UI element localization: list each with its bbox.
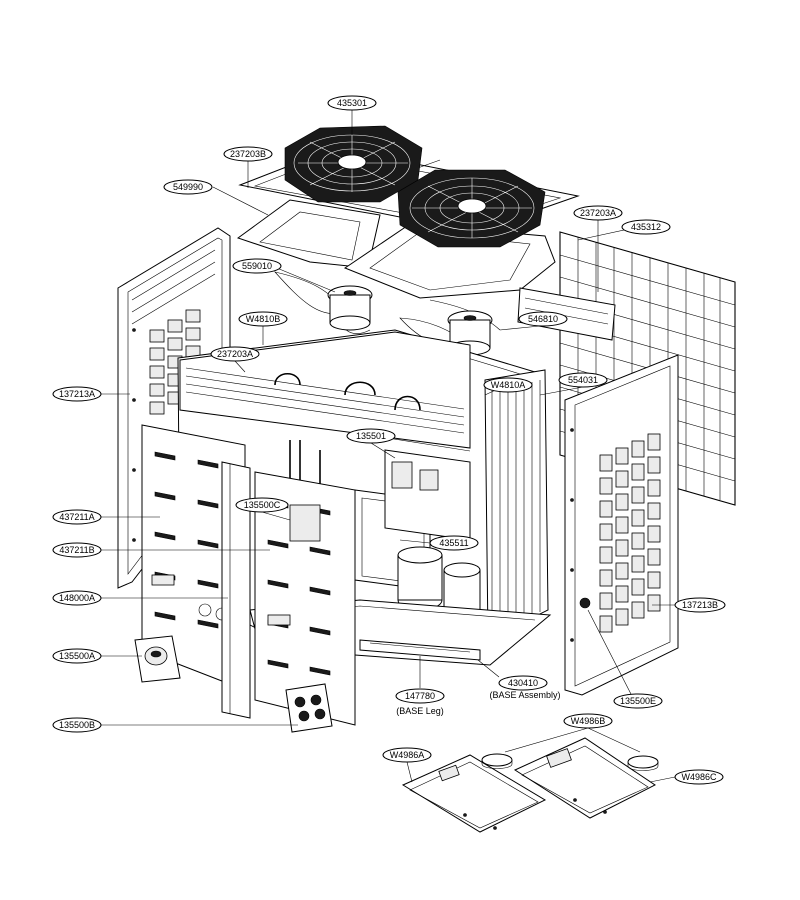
label-135501: 135501 <box>346 428 396 444</box>
right-side-panel <box>564 354 679 696</box>
label-554031: 554031 <box>558 372 608 388</box>
caption-base-assembly: (BASE Assembly) <box>489 690 560 700</box>
svg-text:554031: 554031 <box>568 375 598 385</box>
svg-text:549990: 549990 <box>173 182 203 192</box>
label-w4986c: W4986C <box>674 769 724 785</box>
svg-text:430410: 430410 <box>508 678 538 688</box>
leader-lines <box>101 110 676 783</box>
svg-text:559010: 559010 <box>242 261 272 271</box>
svg-text:237203A: 237203A <box>217 349 253 359</box>
label-135500c: 135500C <box>235 497 289 513</box>
label-437211a: 437211A <box>52 509 102 525</box>
bottom-plate-c <box>513 737 656 819</box>
fan-motor-left <box>327 285 373 331</box>
label-w4810a: W4810A <box>483 377 533 393</box>
svg-text:135500B: 135500B <box>59 720 95 730</box>
label-237203a-top: 237203A <box>573 205 623 221</box>
svg-text:135500A: 135500A <box>59 651 95 661</box>
svg-text:W4986C: W4986C <box>681 772 717 782</box>
svg-text:W4986A: W4986A <box>390 750 425 760</box>
svg-text:148000A: 148000A <box>59 593 95 603</box>
service-cover-b <box>285 683 333 733</box>
top-side-bracket <box>517 287 616 341</box>
label-148000a: 148000A <box>52 590 102 606</box>
caption-base-leg: (BASE Leg) <box>396 706 444 716</box>
label-435511: 435511 <box>429 535 479 551</box>
svg-text:137213A: 137213A <box>59 389 95 399</box>
service-cover-a <box>134 635 181 683</box>
label-546810: 546810 <box>518 311 568 327</box>
svg-text:437211A: 437211A <box>59 512 94 522</box>
svg-text:147780: 147780 <box>405 691 435 701</box>
svg-text:135500C: 135500C <box>244 500 281 510</box>
label-237203b: 237203B <box>223 146 273 162</box>
label-549990: 549990 <box>163 179 213 195</box>
label-147780: 147780 <box>395 688 445 704</box>
label-437211b: 437211B <box>52 542 102 558</box>
svg-text:435301: 435301 <box>337 98 367 108</box>
label-137213a: 137213A <box>52 386 102 402</box>
label-w4986a: W4986A <box>382 747 432 763</box>
svg-text:237203A: 237203A <box>580 208 616 218</box>
svg-text:435511: 435511 <box>439 538 468 548</box>
fan-guard-right <box>397 169 546 248</box>
front-panel-left <box>141 424 246 691</box>
label-135500a: 135500A <box>52 648 102 664</box>
svg-text:W4986B: W4986B <box>571 716 606 726</box>
svg-text:435312: 435312 <box>631 222 661 232</box>
svg-text:W4810A: W4810A <box>491 380 526 390</box>
label-237203a-mid: 237203A <box>210 346 260 362</box>
svg-text:137213B: 137213B <box>682 600 718 610</box>
condenser-coil <box>484 369 549 641</box>
part-labels: 435301 237203B 549990 237203A 435312 559… <box>52 95 726 785</box>
label-430410: 430410 <box>498 675 548 691</box>
label-435301: 435301 <box>327 95 377 111</box>
bottom-plate-a <box>401 754 547 833</box>
label-137213b: 137213B <box>674 597 726 613</box>
label-w4986b: W4986B <box>563 713 613 729</box>
rubber-cap <box>481 753 659 771</box>
label-135500b: 135500B <box>52 717 102 733</box>
label-435312: 435312 <box>621 219 671 235</box>
front-center-pillar <box>221 461 251 719</box>
svg-text:135501: 135501 <box>356 431 386 441</box>
svg-text:W4810B: W4810B <box>246 314 281 324</box>
label-559010: 559010 <box>232 258 282 274</box>
label-135500e: 135500E <box>613 693 663 709</box>
svg-text:237203B: 237203B <box>230 149 266 159</box>
svg-text:546810: 546810 <box>528 314 558 324</box>
label-w4810b: W4810B <box>238 311 288 327</box>
internal-components <box>179 331 481 619</box>
svg-text:135500E: 135500E <box>620 696 656 706</box>
fan-guard-left <box>284 125 423 203</box>
svg-text:437211B: 437211B <box>59 545 94 555</box>
